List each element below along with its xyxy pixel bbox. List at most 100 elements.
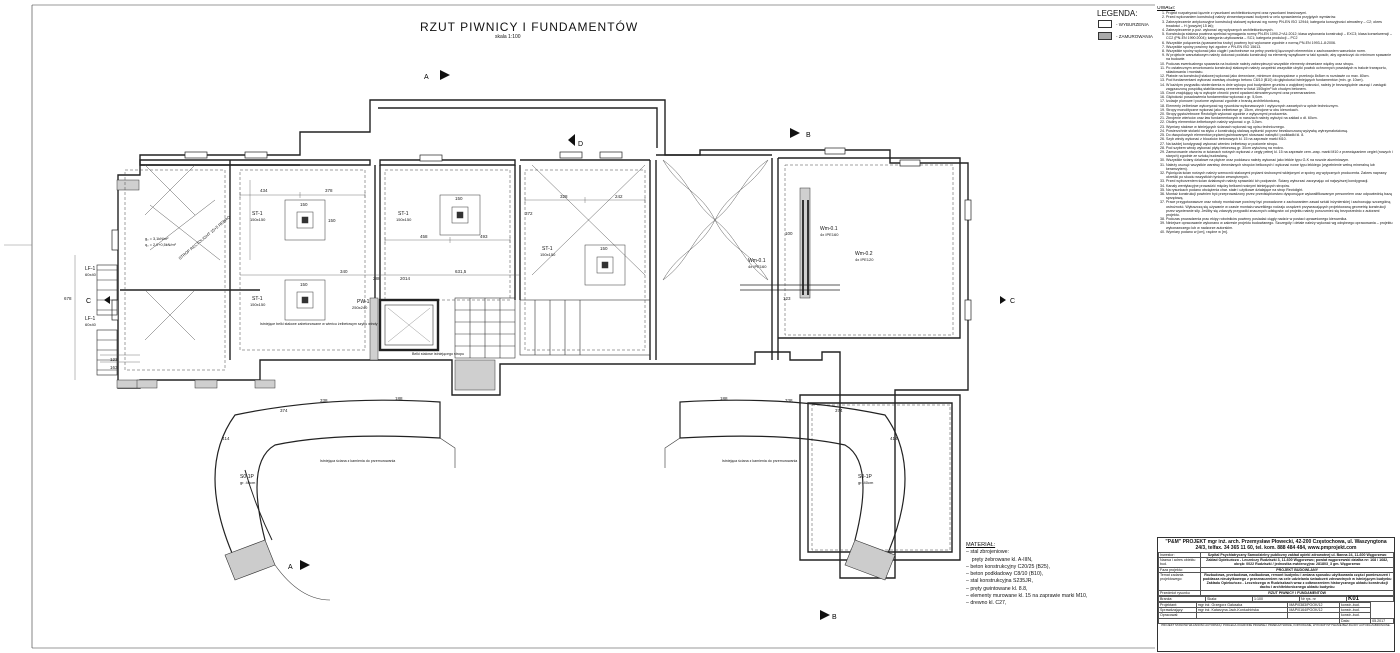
note-item: Montaż konstrukcji powinien być przeprow…	[1166, 192, 1393, 200]
wall-openings	[111, 147, 972, 321]
materials-panel: MATERIAŁ: – stal zbrojeniowe: pręty żebr…	[966, 542, 1156, 608]
note-item: Na każdej kondygnacji wykonać wieniec że…	[1166, 142, 1393, 146]
note-item: Szyb windy wykonać z bloczków betonowych…	[1166, 137, 1393, 141]
note-item: Stropy gęstożebrowe Rectoligth wykonać z…	[1166, 112, 1393, 116]
stairs	[454, 297, 651, 359]
lf1-bottom-sub: 60x40	[85, 322, 97, 327]
note-item: Pod szybem windy wykonać płytę betonową …	[1166, 146, 1393, 150]
person-name: mgr inż. Grzegorz Gałuszka	[1195, 602, 1289, 609]
note-item: Pęknięcia ścian nośnych należy wzmocnić …	[1166, 171, 1393, 179]
st1-b-sub: 150x150	[250, 302, 266, 307]
material-item: – elementy murowane kl. 15 na zaprawie m…	[966, 593, 1088, 600]
st1-d-label: ST-1	[542, 246, 553, 252]
material-item: – beton konstrukcyjny C20/25 (B25),	[966, 563, 1050, 570]
note-item: Głębokość posadowienia fundamentów wykon…	[1166, 95, 1393, 99]
st1-a-label: ST-1	[252, 211, 263, 217]
dim-text: 414	[222, 436, 230, 441]
materials-list: – stal zbrojeniowe: pręty żebrowane kl. …	[966, 549, 1156, 607]
section-label-c: C	[86, 298, 91, 305]
load-note-1: g₀ = 3,1kN/m²	[145, 237, 169, 241]
lift-shaft-label: PW-1	[357, 299, 370, 305]
wall-note-left: Istniejąca ściana z kamienia do przemuro…	[320, 459, 395, 463]
load-note-2: q₀ = 2,0+0,5kN/m²	[145, 243, 177, 247]
note-item: Wymiary stalowe w istniejących ścianach …	[1166, 125, 1393, 129]
legend-label: - ZAMUROWANIA	[1116, 33, 1153, 39]
dim-text: 493	[480, 234, 488, 239]
wm1b-label: Wm-0.1	[748, 258, 766, 264]
dim-text: 378	[325, 188, 333, 193]
data-label: Data:	[1338, 617, 1372, 624]
note-item: Po ostatecznym zmontowaniu konstrukcji s…	[1166, 66, 1393, 74]
company-header: "P&M" PROJEKT mgr inż. arch. Przemysław …	[1165, 539, 1387, 551]
note-item: Izolacje pionowe i poziome wykonać zgodn…	[1166, 99, 1393, 103]
title-block-meta: Branża: Skala: 1:100 Nr rys. nr K01	[1158, 595, 1394, 603]
dim-text: 372	[525, 211, 533, 216]
dim-text: 374	[280, 408, 288, 413]
dim-text: 150	[328, 218, 336, 223]
material-item: pręty żebrowane kl. A-IIIN,	[966, 556, 1033, 563]
dim-text: 414	[890, 436, 898, 441]
title-block-label: Przedmiot rysunku	[1157, 589, 1202, 596]
note-item: Wszystkie spoiny powinny być zgodne z PN…	[1166, 45, 1393, 49]
dim-text: 100	[785, 231, 793, 236]
material-item: – stal konstrukcyjna S235JR,	[966, 578, 1033, 585]
steel-beams	[740, 200, 840, 295]
title-block-value: Szpital Psychiatryczny Samodzielny publi…	[1200, 551, 1394, 559]
dim-text: 631,5	[455, 269, 467, 274]
title-block-footer: PROJEKT STANOWI WŁASNOŚĆ AUTORSKĄ I PODL…	[1161, 622, 1391, 627]
wm2-sub: 4x IPE120	[855, 257, 874, 262]
note-item: W każdym przypadku stwierdzenia w dnie w…	[1166, 83, 1393, 91]
dim-text: 150	[600, 246, 608, 251]
note-item: Kanały wentylacyjne prowadzić między bel…	[1166, 184, 1393, 188]
note-item: Niniejsze opracowanie wykonano w zakresi…	[1166, 221, 1393, 229]
section-markers	[104, 70, 1006, 620]
note-item: Prace przygotowawcze oraz roboty montażo…	[1166, 200, 1393, 217]
note-item: Wszystkie połączenia (spawane/na śruby) …	[1166, 41, 1393, 45]
st1-d-sub: 150x150	[540, 252, 556, 257]
note-item: Podczas prowadzenia prac ekipy robotnikó…	[1166, 217, 1393, 221]
beam-note-2: Belki stalowe istniejącego stropu	[412, 352, 464, 356]
title-block-value: Rozbudowa, przebudowa, nadbudowa, remont…	[1200, 571, 1394, 591]
dim-text: 458	[420, 234, 428, 239]
dim-text: 338	[785, 398, 793, 403]
note-item: Do dwupolowych elementów prętami gwintow…	[1166, 133, 1393, 137]
note-item: Zabezpieczenie antykorozyjne konstrukcji…	[1166, 20, 1393, 28]
note-item: Pod fundamentami wykonać warstwę chudego…	[1166, 78, 1393, 82]
curved-wings	[214, 399, 906, 601]
dashed-foundations	[124, 164, 954, 551]
data-value: 05.2017	[1370, 617, 1394, 624]
note-item: Projekt rozpatrywać łącznie z rysunkami …	[1166, 11, 1393, 15]
dim-text: 150	[455, 196, 463, 201]
notes-list: Projekt rozpatrywać łącznie z rysunkami …	[1157, 11, 1393, 234]
dim-text: 328	[560, 194, 568, 199]
material-item: – pręty gwintowane kl. 8.8,	[966, 585, 1028, 592]
st1-c-label: ST-1	[398, 211, 409, 217]
section-label-b: B	[806, 132, 811, 139]
so-right-sub: gr. 40cm	[858, 480, 874, 485]
st1-a-sub: 150x150	[250, 217, 266, 222]
beam-note: Istniejące belki stalowe zabetonowane w …	[260, 322, 378, 326]
material-item: – stal zbrojeniowe:	[966, 549, 1009, 556]
note-item: Należy usunąć wszystkie warstwy drewnian…	[1166, 163, 1393, 171]
dim-text: 150	[300, 282, 308, 287]
dim-text: 123	[783, 296, 791, 301]
legend-title: LEGENDA:	[1097, 9, 1138, 18]
note-item: Stropy monolityczne wykonać jako żelbeto…	[1166, 108, 1393, 112]
note-item: Wszystkie spoiny wykonać jako ciągłe i p…	[1166, 49, 1393, 53]
notes-header: UWAGI:	[1157, 6, 1176, 11]
wm2-label: Wm-0.2	[855, 251, 873, 257]
nr-value: K01	[1346, 595, 1394, 603]
legend-swatch-grey	[1098, 32, 1112, 40]
title-block-table: Inwestor:Szpital Psychiatryczny Samodzie…	[1157, 551, 1394, 596]
title-block-value: PROJEKT BUDOWLANY	[1200, 566, 1394, 573]
wm1-label: Wm-0.1	[820, 226, 838, 232]
section-label-c-right: C	[1010, 298, 1015, 305]
note-item: Zamurowanie otworów w ścianach nośnych w…	[1166, 150, 1393, 158]
title-block-label: Faza projektu:	[1157, 566, 1202, 573]
note-item: Powierzchnie stolarki na styku z konstru…	[1166, 129, 1393, 133]
note-item: Grunt znajdujący się w wykopie chronić p…	[1166, 91, 1393, 95]
material-item: – drewno kl. C27,	[966, 600, 1007, 607]
so-left-sub: gr. 40cm	[240, 480, 256, 485]
